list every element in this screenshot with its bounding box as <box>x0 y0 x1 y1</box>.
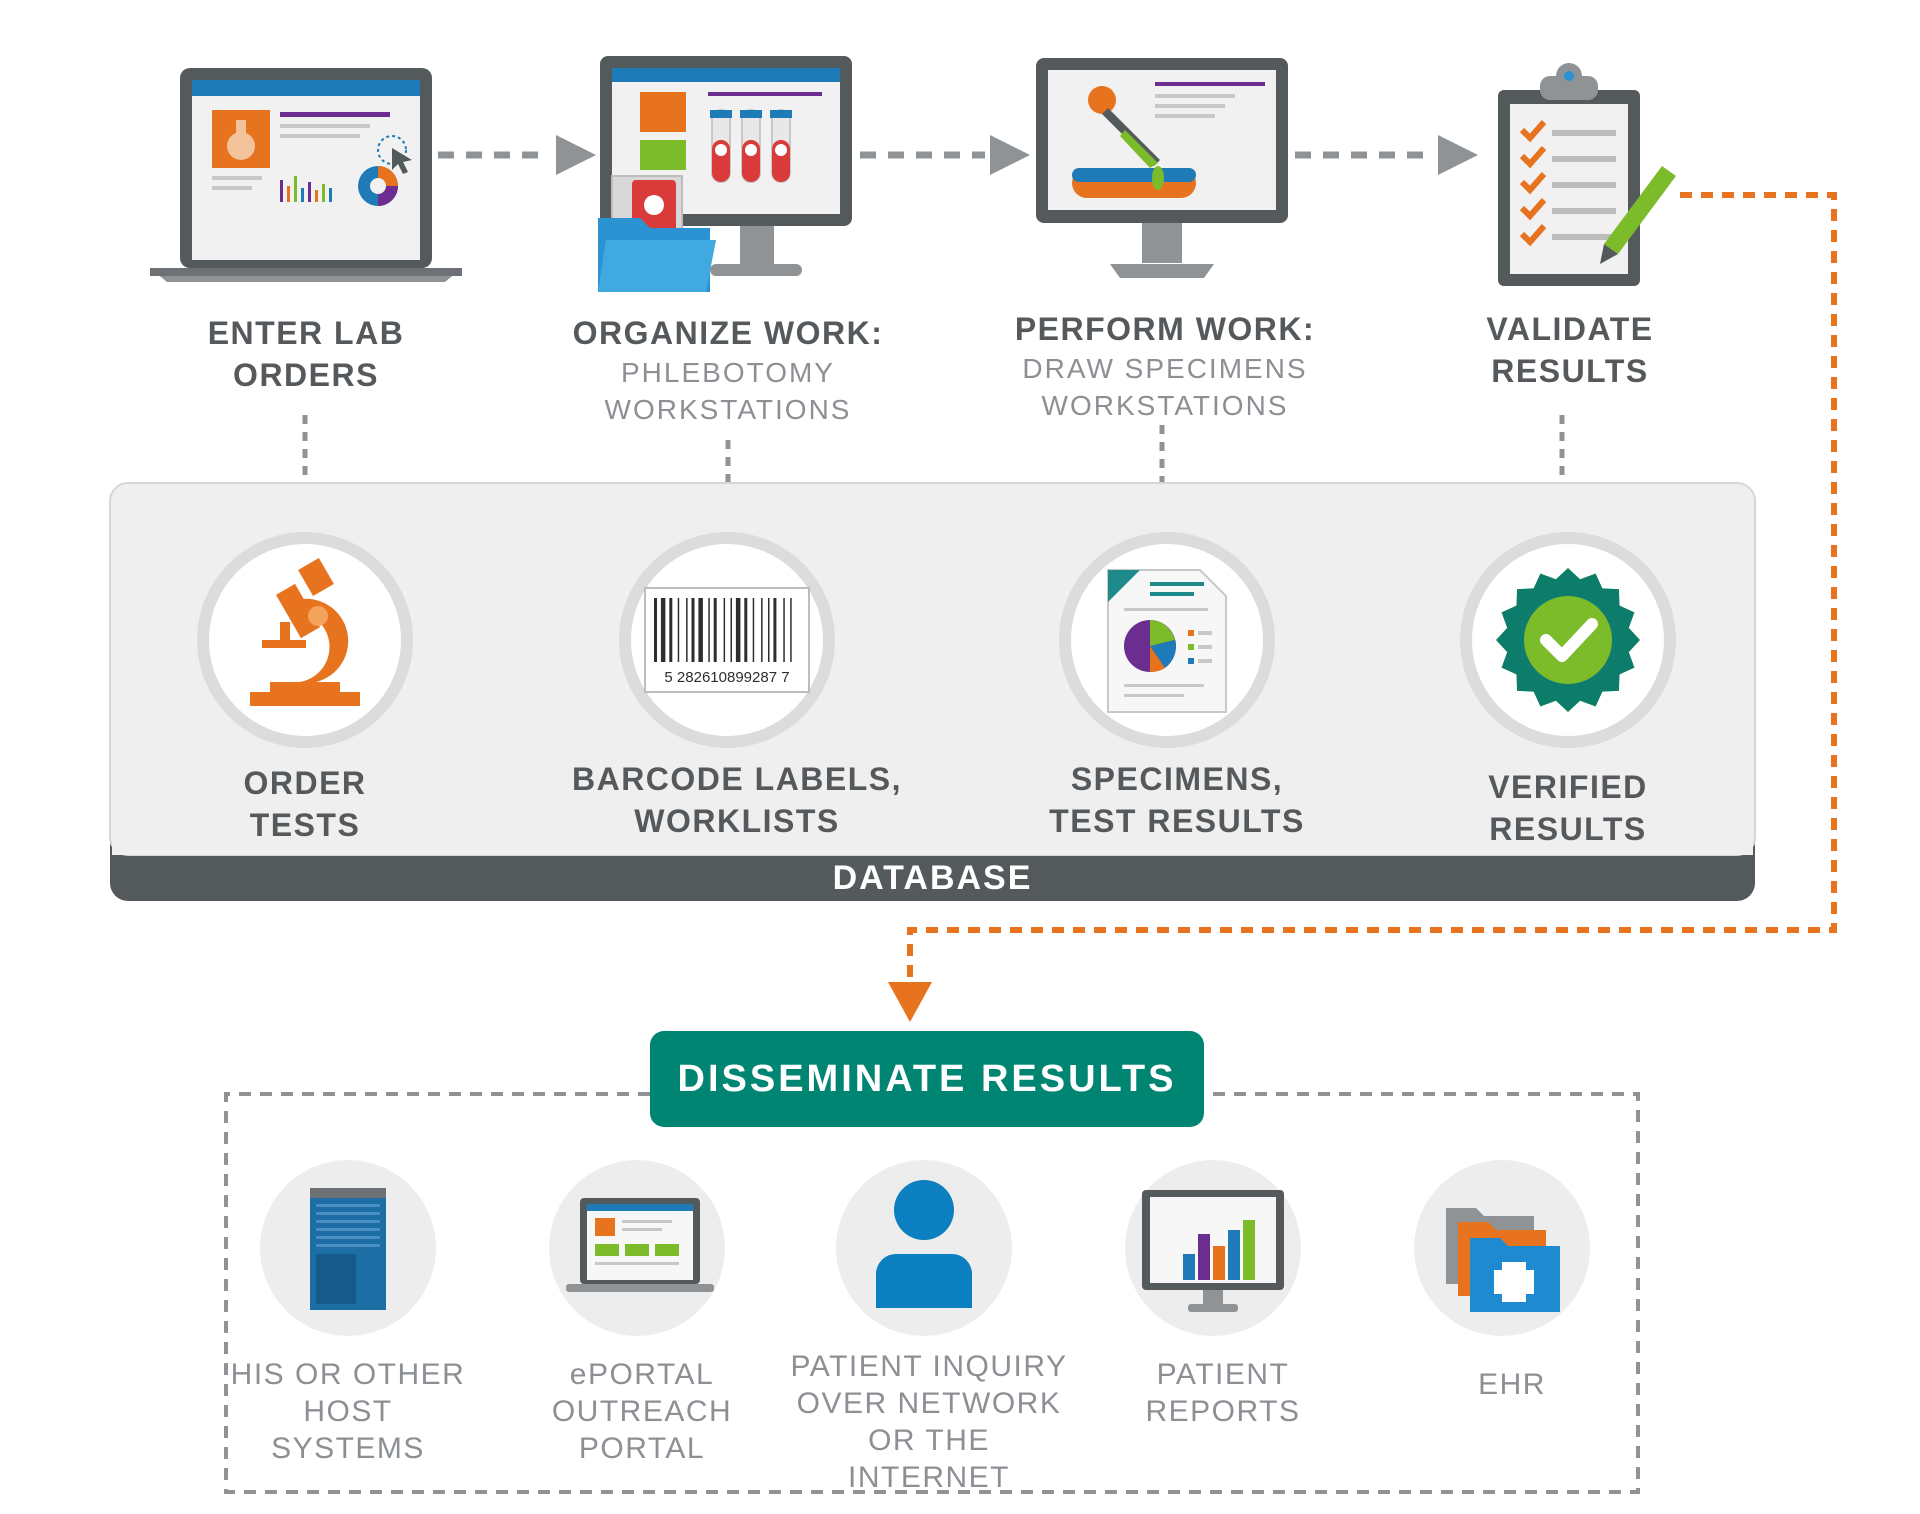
monitor-tubes-icon <box>598 56 852 292</box>
db-item-label: BARCODE LABELS, <box>571 761 903 797</box>
barcode-bar <box>730 598 732 662</box>
barcode-number: 5 282610899287 7 <box>664 669 789 686</box>
barcode-bar <box>669 598 673 662</box>
barcode-bar <box>768 598 770 662</box>
step-title: ENTER LAB <box>207 315 405 351</box>
barcode-bar <box>723 598 726 662</box>
disseminate-banner <box>650 1031 1204 1127</box>
microscope-icon <box>250 558 360 706</box>
output-label: ePORTAL <box>569 1358 715 1391</box>
step-organize-work: ORGANIZE WORK: PHLEBOTOMY WORKSTATIONS <box>548 312 908 428</box>
output-label: REPORTS <box>1145 1395 1301 1428</box>
barcode-bar <box>761 598 763 662</box>
output-label: EHR <box>1478 1368 1546 1401</box>
report-icon <box>1107 569 1227 713</box>
server-icon <box>310 1188 386 1310</box>
step-subtitle: WORKSTATIONS <box>1041 390 1289 421</box>
output-label: HOST SYSTEMS <box>271 1395 425 1465</box>
db-item-label: ORDER <box>243 765 367 801</box>
barcode-bar <box>686 598 688 662</box>
step-validate-results: VALIDATE RESULTS <box>1420 308 1720 392</box>
barcode-bar <box>691 598 695 662</box>
step-subtitle: WORKSTATIONS <box>604 394 852 425</box>
clipboard-check-icon <box>1498 63 1676 286</box>
step-enter-lab-orders: ENTER LAB ORDERS <box>150 312 462 396</box>
step-title: VALIDATE <box>1486 311 1654 347</box>
flow-arrow-1 <box>438 135 596 175</box>
output-label: HIS OR OTHER <box>230 1358 466 1391</box>
person-icon <box>876 1180 972 1308</box>
flow-arrow-2 <box>860 135 1030 175</box>
db-item-label: RESULTS <box>1489 811 1647 847</box>
database-label: DATABASE <box>832 859 1033 897</box>
db-item-label: VERIFIED <box>1488 769 1648 805</box>
flow-arrow-3 <box>1295 135 1478 175</box>
barcode-bar <box>708 598 710 662</box>
barcode-bar <box>735 598 741 662</box>
monitor-pipette-icon <box>1036 58 1288 278</box>
step-title: PERFORM WORK: <box>1014 311 1316 347</box>
barcode-bar <box>677 598 680 662</box>
medical-folders-icon <box>1446 1208 1560 1312</box>
barcode-bar <box>654 598 657 662</box>
laptop-orders-icon <box>150 68 462 282</box>
output-label: OUTREACH <box>551 1395 733 1428</box>
output-patient-inquiry: PATIENT INQUIRY OVER NETWORK OR THE INTE… <box>784 1348 1074 1496</box>
results-flow-path <box>888 192 1837 1022</box>
laptop-icon <box>566 1198 714 1292</box>
barcode-bar <box>713 598 717 662</box>
db-item-specimens: SPECIMENS, TEST RESULTS <box>1007 758 1347 842</box>
db-item-barcode-labels: BARCODE LABELS, WORKLISTS <box>557 758 917 842</box>
verified-badge-icon <box>1496 568 1640 712</box>
output-label: OR THE INTERNET <box>848 1424 1010 1494</box>
barcode-bar <box>783 598 785 662</box>
step-subtitle: DRAW SPECIMENS <box>1022 353 1308 384</box>
barcode-bar <box>698 598 703 662</box>
step-title: RESULTS <box>1491 353 1649 389</box>
barcode-bar <box>790 598 792 662</box>
output-label: OVER NETWORK <box>796 1387 1062 1420</box>
output-label: PORTAL <box>578 1432 706 1465</box>
step-perform-work: PERFORM WORK: DRAW SPECIMENS WORKSTATION… <box>985 308 1345 424</box>
step-title: ORGANIZE WORK: <box>572 315 884 351</box>
output-label: PATIENT <box>1156 1358 1290 1391</box>
output-eportal: ePORTAL OUTREACH PORTAL <box>522 1356 762 1467</box>
barcode-bar <box>744 598 748 662</box>
bar-chart-monitor-icon <box>1142 1190 1284 1312</box>
output-ehr: EHR <box>1432 1366 1592 1403</box>
barcode-bar <box>752 598 755 662</box>
output-his-host-systems: HIS OR OTHER HOST SYSTEMS <box>228 1356 468 1467</box>
db-item-label: TESTS <box>249 807 361 843</box>
output-label: PATIENT INQUIRY <box>790 1350 1068 1383</box>
output-patient-reports: PATIENT REPORTS <box>1113 1356 1333 1430</box>
db-item-verified-results: VERIFIED RESULTS <box>1418 766 1718 850</box>
barcode-bar <box>773 598 777 662</box>
db-item-label: WORKLISTS <box>634 803 840 839</box>
db-item-label: SPECIMENS, <box>1070 761 1284 797</box>
database-panel <box>109 482 1756 901</box>
step-subtitle: PHLEBOTOMY <box>621 357 835 388</box>
barcode-icon: 5 282610899287 7 <box>644 587 810 693</box>
db-item-order-tests: ORDER TESTS <box>155 762 455 846</box>
disseminate-results-label: DISSEMINATE RESULTS <box>677 1058 1177 1100</box>
step-title: ORDERS <box>233 357 379 393</box>
db-item-label: TEST RESULTS <box>1049 803 1305 839</box>
barcode-bar <box>660 598 666 662</box>
